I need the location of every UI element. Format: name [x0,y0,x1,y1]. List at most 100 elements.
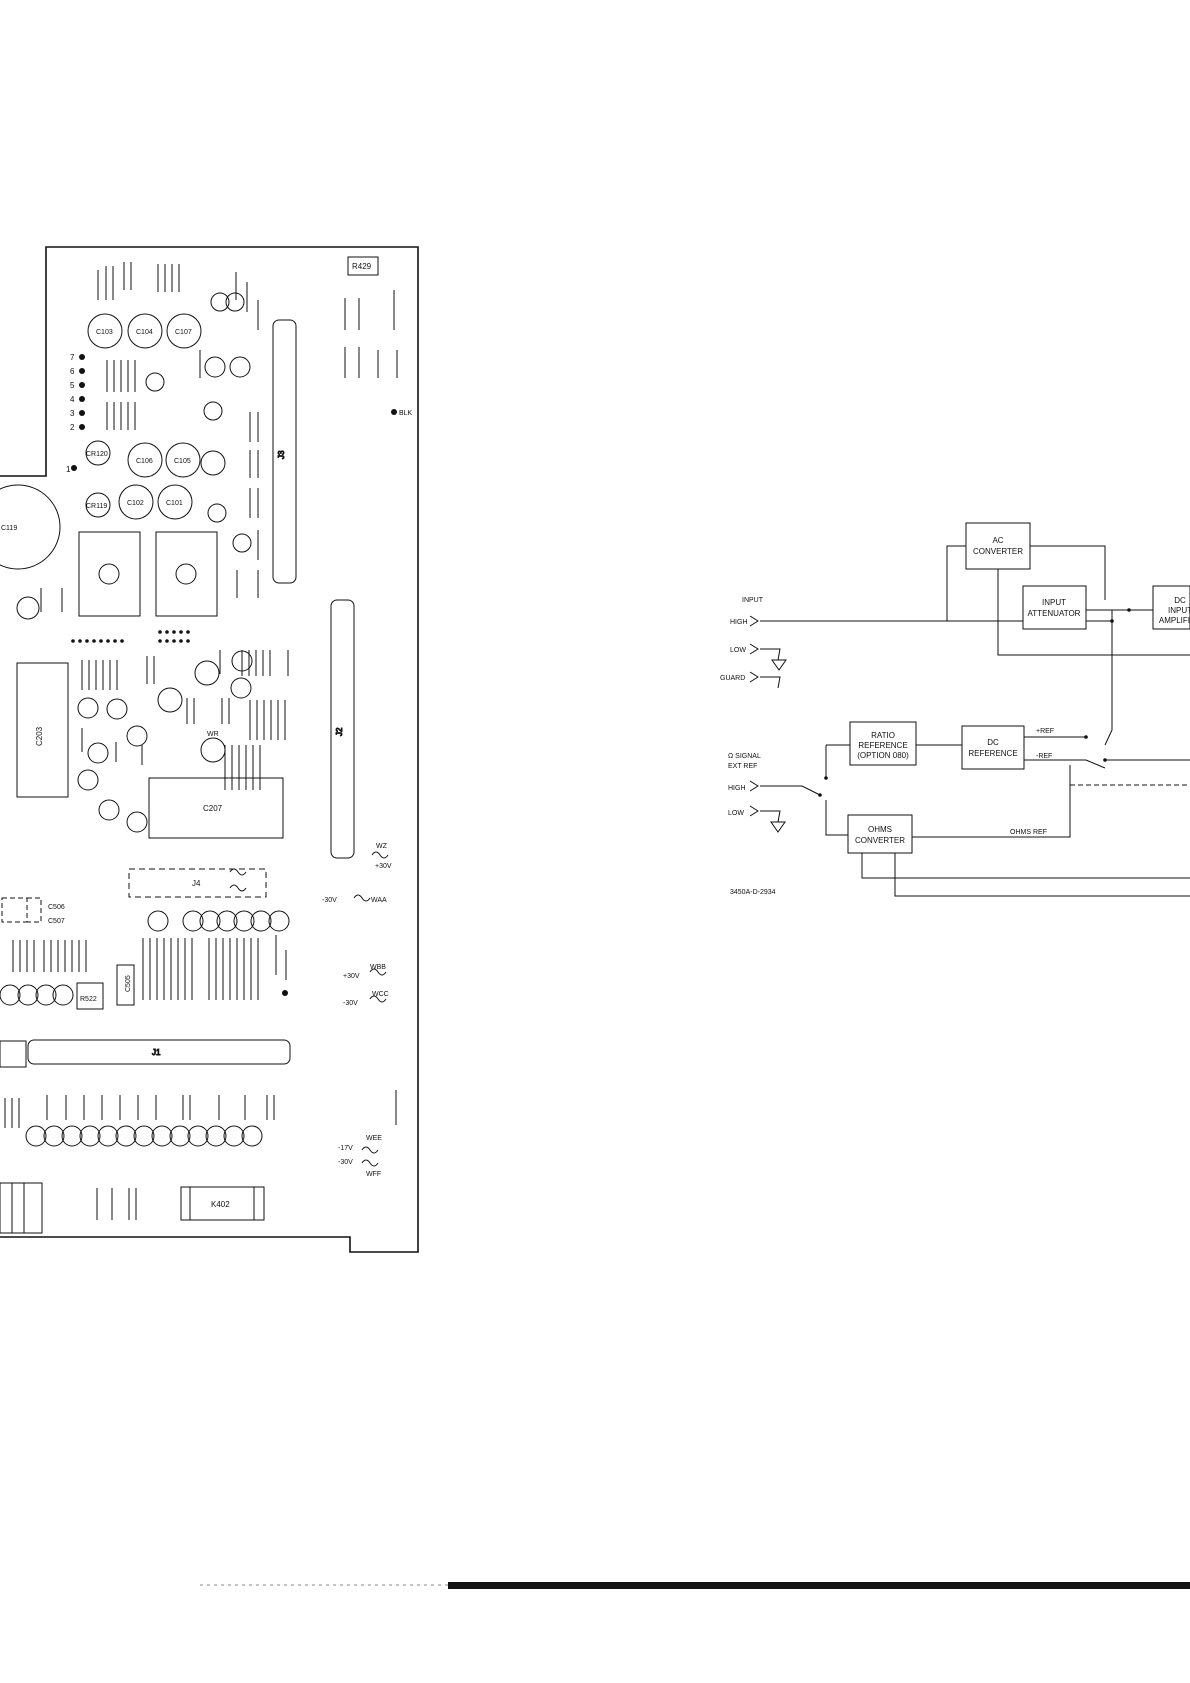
pin-rows [71,630,190,643]
part-c102: C102 [127,500,144,507]
row-1: 1 [66,465,71,474]
signal-labels: INPUT HIGH LOW GUARD Ω SIGNAL EXT REF HI… [720,597,1054,896]
part-tag-r429: R429 [347,256,379,276]
part-c507: C507 [48,918,65,925]
connector-j2-label: J2 [335,727,344,736]
ext-ref-label: EXT REF [728,763,757,770]
terminal-wff: WFF [366,1171,381,1178]
part-c505: C505 [116,964,135,1006]
terminal-blk: BLK [399,410,413,417]
part-cr120: CR120 [86,451,108,458]
block-diagram-dots [818,608,1131,797]
plus-ref-label: +REF [1036,728,1054,735]
row-6: 6 [70,367,75,376]
high-label: HIGH [730,619,748,626]
block-ratio-reference [849,721,917,766]
row-dots [71,354,85,471]
part-c119: C119 [1,525,17,532]
circle-labels: C103 C104 C107 C106 C105 C102 C101 CR120… [1,329,192,532]
terminal-plus30-top: +30V [375,863,392,870]
input-attenuator-line-2: ATTENUATOR [1028,609,1081,618]
ac-converter-line-1: AC [992,536,1003,545]
ratio-reference-line-2: REFERENCE [858,741,907,750]
part-c506: C506 [48,904,65,911]
terminal-wr: WR [207,731,219,738]
high2-label: HIGH [728,785,746,792]
connector-j1: J1 [27,1039,291,1065]
part-c107: C107 [175,329,192,336]
part-tag-label: R429 [352,262,372,271]
dc-input-amp-line-2: INPUT [1168,606,1190,615]
terminal-wee: WEE [366,1135,382,1142]
transistor-pads [78,531,218,617]
dc-reference-line-2: REFERENCE [968,749,1017,758]
connector-j2: J2 [330,599,355,859]
ohms-converter-line-2: CONVERTER [855,836,905,845]
terminal-minus17: -17V [338,1145,353,1152]
relay-k402-label: K402 [211,1200,230,1209]
dashed-c506 [1,897,42,923]
part-c106: C106 [136,458,153,465]
row-7: 7 [70,353,75,362]
part-c203: C203 [35,726,44,746]
block-dc-input-amplifier [1152,585,1190,630]
dc-input-amp-line-3: AMPLIFIER [1159,616,1190,625]
dc-reference-line-1: DC [987,738,999,747]
terminal-plus30-wbb: +30V [343,973,360,980]
ratio-reference-line-3: (OPTION 080) [857,751,909,760]
guard-label: GUARD [720,675,745,682]
part-c101: C101 [166,500,183,507]
terminal-minus30-wff: -30V [338,1159,353,1166]
terminal-waa: WAA [371,897,387,904]
part-r522: R522 [76,982,104,1010]
terminals: BLK WZ +30V -30V WAA WBB +30V WCC -30V W… [207,409,413,1178]
block-ohms-converter [847,814,913,854]
terminal-wbb: WBB [370,964,386,971]
circle-components [0,292,253,833]
q500-row [0,910,290,1006]
capacitor-c203: C203 [16,662,69,798]
low-label: LOW [730,647,746,654]
part-c505-label: C505 [125,975,132,992]
terminal-wz: WZ [376,843,388,850]
terminal-minus30-waa: -30V [322,897,337,904]
row-numbers: 7 6 5 4 3 2 1 [66,353,75,474]
row-4: 4 [70,395,75,404]
block-diagram [749,522,1190,897]
row-5: 5 [70,381,75,390]
connector-j4-label: J4 [192,879,201,888]
input-attenuator-line-1: INPUT [1042,598,1066,607]
bottom-left-part [0,1182,43,1234]
part-c103: C103 [96,329,113,336]
part-c105: C105 [174,458,191,465]
ohms-ref-label: OHMS REF [1010,829,1047,836]
block-ac-converter [965,522,1031,570]
input-label: INPUT [742,597,764,604]
drawing-number: 3450A-D-2934 [730,889,776,896]
low2-label: LOW [728,810,744,817]
part-r522-label: R522 [80,996,97,1003]
connector-j1-label: J1 [152,1048,161,1057]
connector-j4: J4 [128,868,267,898]
block-input-attenuator [1022,585,1087,630]
block-dc-reference [961,725,1025,770]
connector-j3: J3 [272,319,297,584]
dc-input-amp-line-1: DC [1174,596,1186,605]
q400-row [25,1125,263,1147]
row-3: 3 [70,409,75,418]
minus-ref-label: -REF [1036,753,1052,760]
ohms-converter-line-1: OHMS [868,825,892,834]
relay-k402: K402 [180,1186,265,1221]
signal-label: Ω SIGNAL [728,753,761,760]
terminal-loops [229,851,389,1167]
terminal-wcc: WCC [372,991,389,998]
ac-converter-line-2: CONVERTER [973,547,1023,556]
row-2: 2 [70,423,75,432]
block-labels: AC CONVERTER INPUT ATTENUATOR DC INPUT A… [855,536,1190,845]
terminal-minus30-wcc: -30V [343,1000,358,1007]
capacitor-c207: C207 [148,777,284,839]
ratio-reference-line-1: RATIO [871,731,895,740]
part-cr119: CR119 [86,503,107,510]
scan-edge [200,1582,1190,1589]
